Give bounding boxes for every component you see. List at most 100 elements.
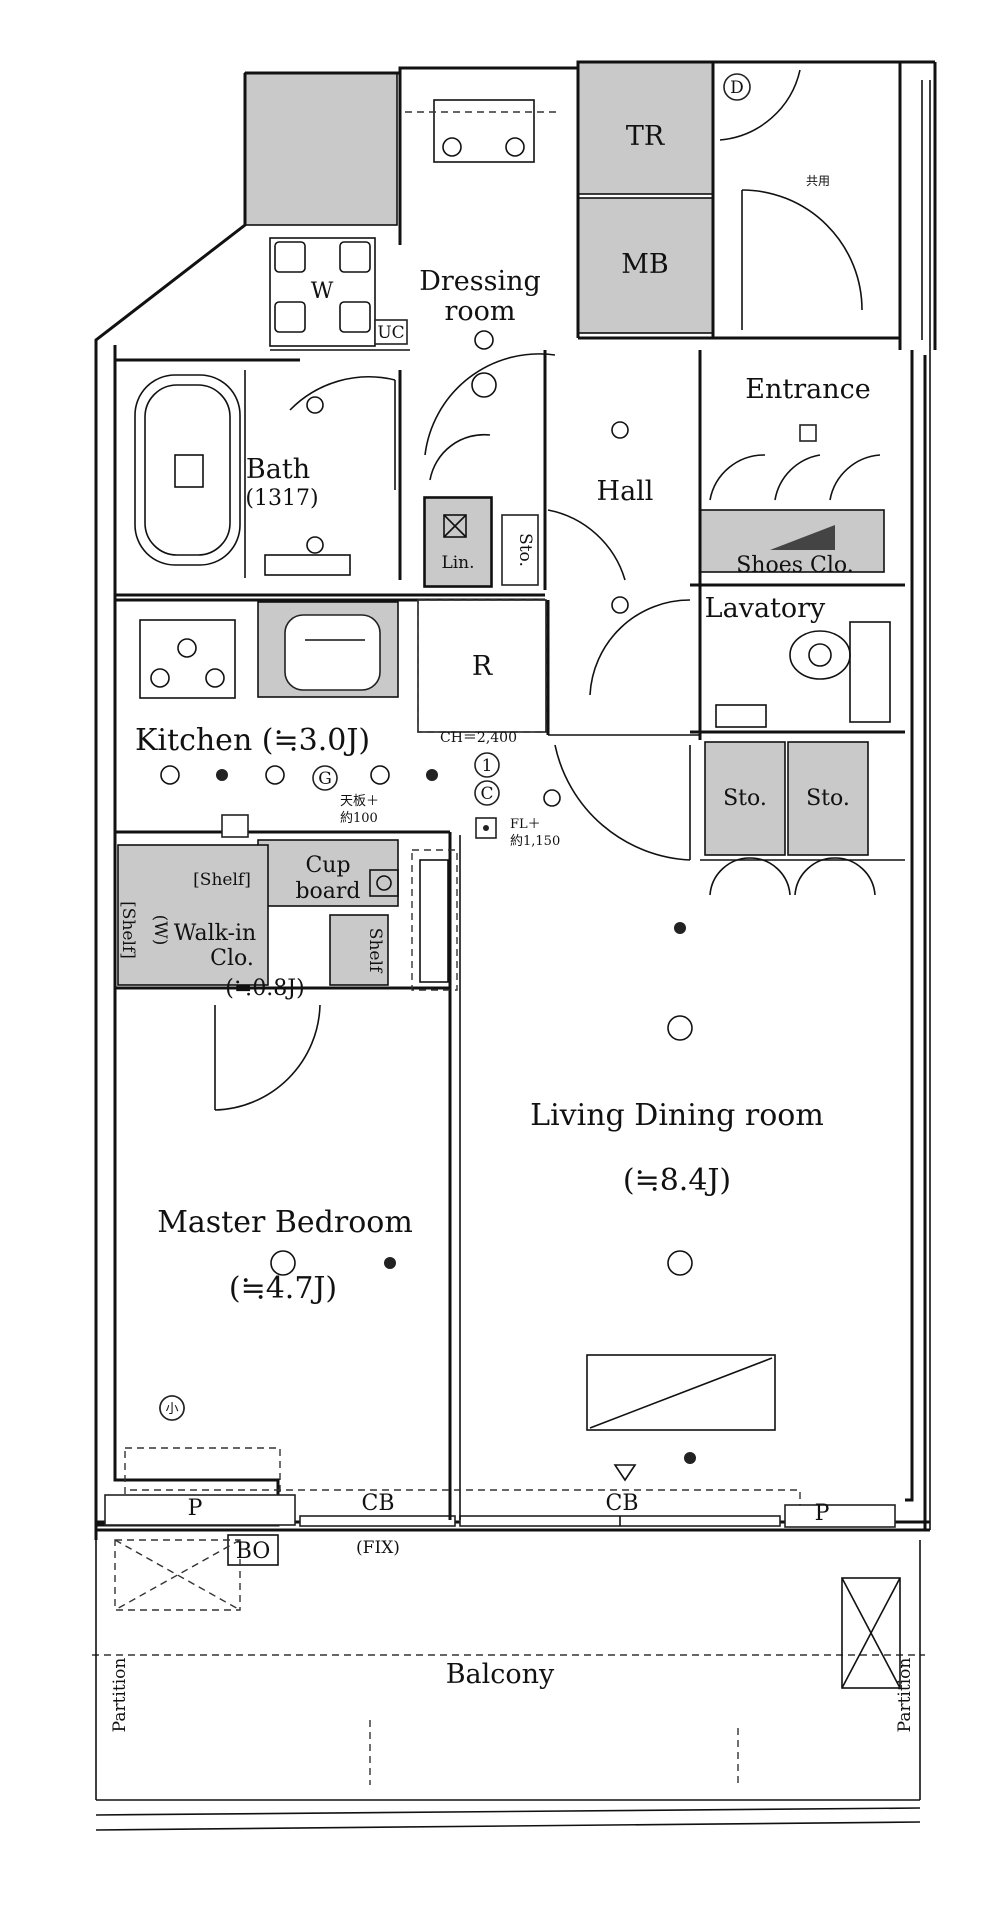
bath-door-arc <box>289 376 396 411</box>
label-cb-right: CB <box>606 1491 639 1516</box>
label-ch: CH＝2,400 <box>440 730 517 746</box>
tr-room <box>577 61 714 195</box>
fridge-dash <box>417 599 547 733</box>
lavatory-sink <box>715 704 767 728</box>
symbol-c-circle <box>474 780 500 806</box>
dressing-light <box>474 330 494 350</box>
vanity-sink <box>433 99 535 163</box>
water-label: 共用 <box>806 174 830 188</box>
balcony-rail-2 <box>95 1807 921 1816</box>
fridge-space <box>417 599 547 733</box>
cupboard-symbol <box>369 869 399 897</box>
kitchen-light-3 <box>370 765 390 785</box>
stove <box>139 619 236 699</box>
label-partition-left: Partition <box>110 1658 130 1733</box>
bathtub-inner <box>144 384 231 556</box>
label-counter-2: 約100 <box>340 811 378 826</box>
label-washer: W <box>311 279 334 304</box>
balcony-unit <box>841 1577 901 1689</box>
balcony-rail-3 <box>95 1821 921 1831</box>
label-shoes-closet: Shoes Clo. <box>736 553 854 578</box>
living-p-box <box>784 1504 896 1528</box>
living-door-arc <box>554 744 691 861</box>
label-living-size: (≒8.4J) <box>623 1163 731 1198</box>
label-shelf-w-sub: (W) <box>150 915 170 946</box>
shelf-column <box>411 849 458 991</box>
cb-marker <box>613 1464 637 1482</box>
washer-leg-4 <box>339 301 371 333</box>
label-master-size: (≒4.7J) <box>229 1271 337 1306</box>
kitchen-switch-dot <box>483 825 489 831</box>
label-fl-2: 約1,150 <box>510 834 560 849</box>
linen-closet <box>423 496 493 588</box>
sto-closet-2 <box>787 741 869 856</box>
living-light-2 <box>667 1250 693 1276</box>
sto-door-2 <box>749 857 791 896</box>
label-cb-left: CB <box>362 1491 395 1516</box>
label-entrance: Entrance <box>745 374 870 405</box>
sto-door-3 <box>794 857 836 896</box>
label-kitchen: Kitchen (≒3.0J) <box>135 723 370 758</box>
floor-heater-line <box>589 1357 773 1429</box>
label-bath: Bath <box>246 454 310 485</box>
outer-wall-right <box>905 350 914 1502</box>
entrance-door-arc <box>741 189 863 311</box>
label-shelf-1: [Shelf] <box>193 870 251 890</box>
label-fix: (FIX) <box>356 1538 400 1558</box>
outer-wall-top <box>245 60 935 75</box>
label-shelf-3: Shelf <box>365 928 385 974</box>
tr-door-arc <box>719 69 801 141</box>
burner-3 <box>177 638 197 658</box>
washer-box <box>269 237 376 347</box>
label-sto-vertical: Sto. <box>515 533 535 567</box>
kitchen-light-2 <box>265 765 285 785</box>
shoes-door-1 <box>709 454 766 501</box>
living-downlight-2 <box>684 1452 696 1464</box>
kitchen-downlight-2 <box>426 769 438 781</box>
dressing-door-arc-2 <box>429 433 491 481</box>
symbol-g: G <box>318 769 332 789</box>
sto-door-1 <box>709 857 751 896</box>
label-hall: Hall <box>597 476 654 507</box>
dressing-fan <box>471 372 497 398</box>
bedroom-light <box>270 1250 296 1276</box>
mb-room <box>577 197 714 334</box>
dressing-door-arc <box>424 353 556 456</box>
window-fix <box>299 1515 456 1527</box>
outdoor-unit <box>114 1539 241 1611</box>
living-light-1 <box>667 1015 693 1041</box>
label-walkin-size: (≒0.8J) <box>225 976 304 1001</box>
label-dressing-1: Dressing <box>419 266 541 297</box>
symbol-g-circle <box>312 765 338 791</box>
label-mb: MB <box>621 249 669 280</box>
lavatory-door-arc <box>589 599 691 696</box>
washer-leg-2 <box>339 241 371 273</box>
shelf-column-inner <box>419 859 449 983</box>
symbol-one-circle <box>474 752 500 778</box>
label-sto-1: Sto. <box>723 786 767 811</box>
toilet-tank <box>849 621 891 723</box>
label-balcony: Balcony <box>446 1659 555 1690</box>
entrance-light <box>799 424 817 442</box>
symbol-one: 1 <box>482 756 493 776</box>
linen-icon <box>443 514 467 538</box>
bath-shelf <box>264 554 351 576</box>
bedroom-downlight <box>384 1257 396 1269</box>
shoes-door-2 <box>774 454 821 501</box>
kitchen-c-box <box>221 814 249 838</box>
bo-box <box>227 1534 279 1566</box>
label-living: Living Dining room <box>530 1098 824 1133</box>
symbol-d-circle <box>723 73 751 101</box>
hall-light-2 <box>611 596 629 614</box>
living-downlight-1 <box>674 922 686 934</box>
label-cupboard-1: Cup <box>305 853 350 878</box>
toilet-bowl <box>789 630 851 680</box>
cupboard-symbol-inner <box>376 875 392 891</box>
burner-2 <box>205 668 225 688</box>
symbol-small-circle <box>159 1395 185 1421</box>
bath-light-2 <box>306 536 324 554</box>
burner-1 <box>150 668 170 688</box>
walkin-closet <box>117 844 269 986</box>
symbol-small: 小 <box>165 1402 178 1417</box>
